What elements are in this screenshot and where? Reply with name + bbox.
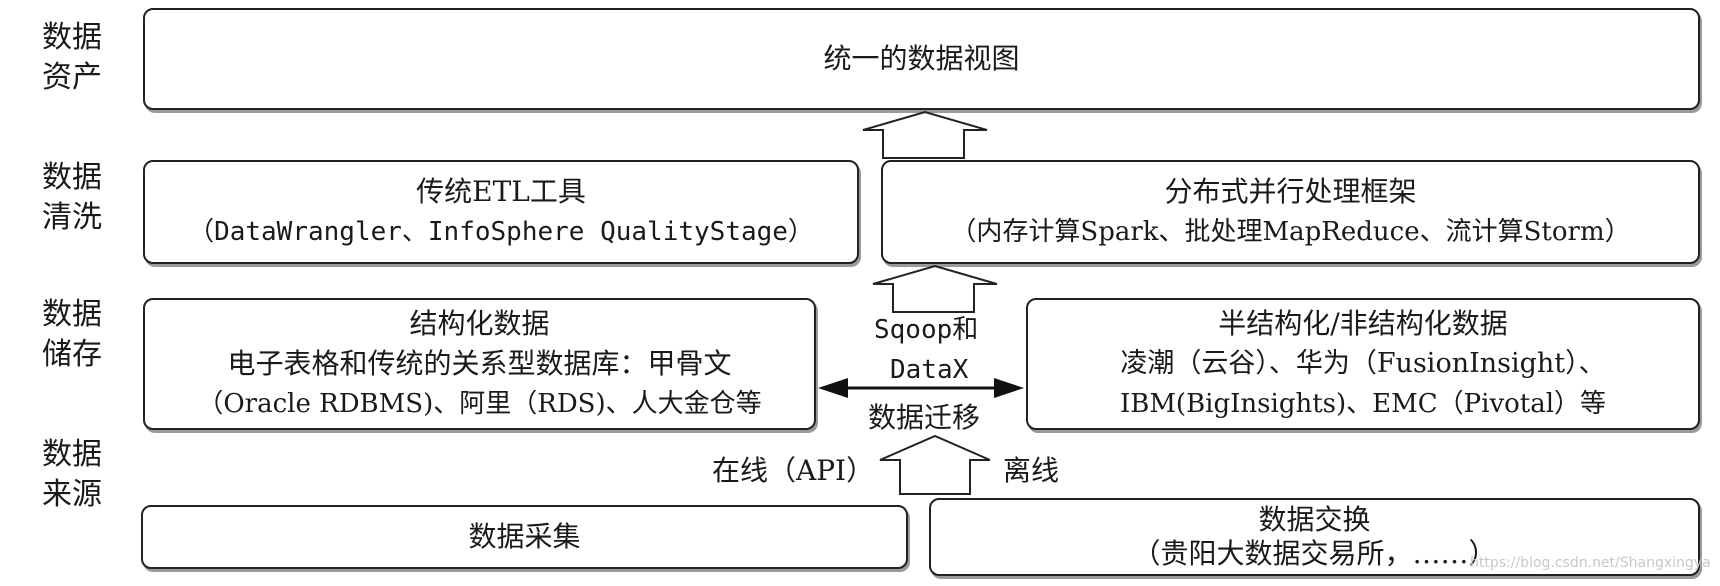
structured-data-box: 结构化数据 电子表格和传统的关系型数据库：甲骨文 （Oracle RDBMS)、… (143, 298, 816, 430)
layer-label-line: 储存 (42, 337, 102, 372)
migration-label: 数据迁移 (868, 401, 981, 434)
data-exchange-title: 数据交换 (1258, 503, 1371, 536)
distributed-framework-box: 分布式并行处理框架 （内存计算Spark、批处理MapReduce、流计算Sto… (881, 160, 1700, 264)
watermark-text: https://blog.csdn.net/Shangxingya (1470, 555, 1711, 571)
layer-label-asset: 数据 资产 (32, 18, 112, 98)
structured-data-title: 结构化数据 (409, 307, 550, 340)
semi-structured-data-line2: 凌潮（云谷）、华为（FusionInsight）、 (1120, 348, 1606, 379)
layer-label-line: 数据 (42, 437, 102, 472)
layer-label-line: 资产 (42, 60, 102, 95)
up-arrow-to-storage (879, 434, 991, 495)
traditional-etl-box: 传统ETL工具 （DataWrangler、InfoSphere Quality… (143, 160, 859, 264)
semi-structured-data-line3: IBM(BigInsights)、EMC（Pivotal）等 (1119, 389, 1607, 419)
data-exchange-box: 数据交换 （贵阳大数据交易所，……） (929, 498, 1700, 576)
semi-structured-data-box: 半结构化/非结构化数据 凌潮（云谷）、华为（FusionInsight）、 IB… (1026, 298, 1700, 430)
unified-view-title: 统一的数据视图 (823, 42, 1020, 75)
layer-label-line: 数据 (42, 297, 102, 332)
structured-data-line2: 电子表格和传统的关系型数据库：甲骨文 (227, 347, 732, 380)
up-arrow-to-cleaning (872, 264, 998, 313)
data-exchange-detail: （贵阳大数据交易所，……） (1132, 537, 1497, 570)
structured-data-line3: （Oracle RDBMS)、阿里（RDS)、人大金仓等 (197, 389, 762, 419)
data-collection-box: 数据采集 (141, 505, 908, 569)
traditional-etl-title: 传统ETL工具 (416, 175, 586, 208)
migration-double-arrow (818, 378, 1024, 398)
migration-tool-line1: Sqoop和 (874, 315, 979, 345)
layer-label-line: 数据 (42, 160, 102, 195)
ingest-online-label: 在线（API） (712, 454, 875, 487)
data-collection-title: 数据采集 (468, 520, 581, 553)
layer-label-source: 数据 来源 (32, 435, 112, 515)
up-arrow-to-asset (862, 110, 988, 159)
layer-label-cleaning: 数据 清洗 (32, 158, 112, 238)
distributed-framework-detail: （内存计算Spark、批处理MapReduce、流计算Storm） (950, 217, 1631, 247)
semi-structured-data-title: 半结构化/非结构化数据 (1218, 307, 1508, 340)
layer-label-storage: 数据 储存 (32, 295, 112, 375)
migration-tool-line2: DataX (890, 355, 969, 385)
ingest-offline-label: 离线 (1003, 454, 1060, 487)
traditional-etl-detail: （DataWrangler、InfoSphere QualityStage） (188, 217, 814, 247)
unified-view-box: 统一的数据视图 (143, 8, 1700, 110)
distributed-framework-title: 分布式并行处理框架 (1164, 175, 1417, 208)
layer-label-line: 数据 (42, 20, 102, 55)
layer-label-line: 来源 (42, 477, 102, 512)
layer-label-line: 清洗 (42, 200, 102, 235)
